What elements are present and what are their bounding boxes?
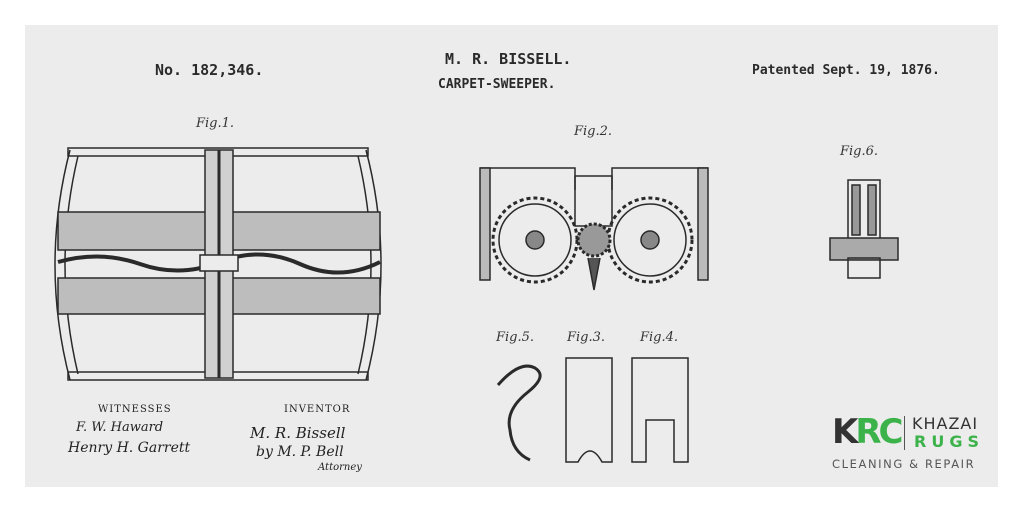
fig5-label: Fig.5. xyxy=(496,330,535,345)
logo-mark: KRC xyxy=(832,412,904,452)
inventor-signature: M. R. Bissell xyxy=(250,424,346,442)
krc-khazai-rugs-logo: KRC KHAZAI RUGS CLEANING & REPAIR xyxy=(832,410,992,476)
inventor-label: INVENTOR xyxy=(284,404,351,415)
patent-number: No. 182,346. xyxy=(155,61,264,79)
attorney-label: Attorney xyxy=(318,462,362,473)
fig6-end-view xyxy=(829,179,899,279)
attorney-signature: by M. P. Bell xyxy=(256,444,344,460)
fig3-plate xyxy=(565,357,613,463)
witnesses-label: WITNESSES xyxy=(98,404,172,415)
fig3-label: Fig.3. xyxy=(567,330,606,345)
fig1-sweeper-top-view xyxy=(54,147,382,381)
logo-rugs: RUGS xyxy=(914,432,984,451)
patent-title: CARPET-SWEEPER. xyxy=(438,77,556,92)
fig4-label: Fig.4. xyxy=(640,330,679,345)
fig1-label: Fig.1. xyxy=(196,116,235,131)
logo-khazai: KHAZAI xyxy=(912,414,979,433)
patent-date: Patented Sept. 19, 1876. xyxy=(752,63,940,78)
fig4-plate xyxy=(631,357,689,463)
inventor-name: M. R. BISSELL. xyxy=(445,50,572,68)
fig5-spring xyxy=(496,364,542,462)
logo-tagline: CLEANING & REPAIR xyxy=(832,457,976,471)
fig2-gear-section xyxy=(479,167,709,291)
witness-signature-1: F. W. Haward xyxy=(76,420,164,435)
fig2-label: Fig.2. xyxy=(574,124,613,139)
logo-divider xyxy=(904,416,905,450)
fig6-label: Fig.6. xyxy=(840,144,879,159)
witness-signature-2: Henry H. Garrett xyxy=(68,440,191,456)
